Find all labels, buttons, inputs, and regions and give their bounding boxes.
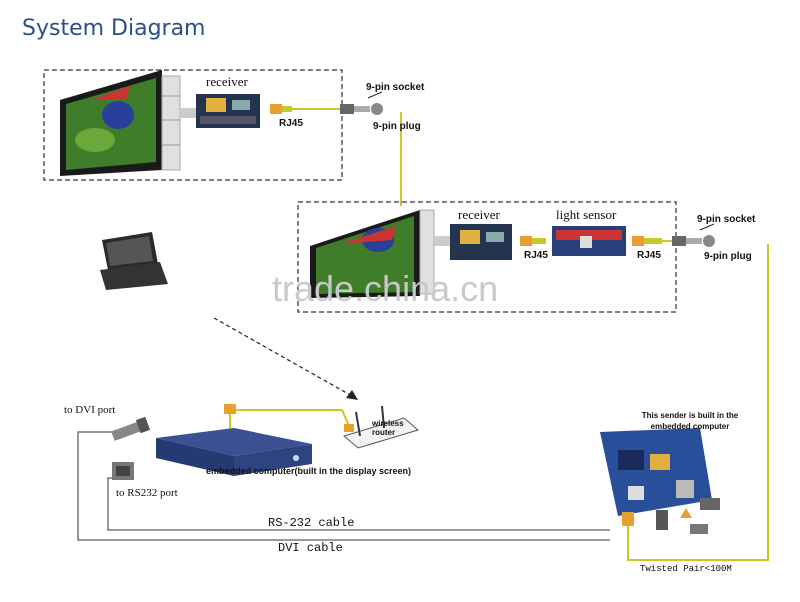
receiver-top-label: receiver bbox=[206, 74, 248, 90]
rs232-connector bbox=[112, 462, 134, 480]
socket-top-label: 9-pin socket bbox=[366, 82, 424, 93]
embedded-computer-label: embedded computer(built in the display s… bbox=[206, 466, 411, 476]
laptop-icon bbox=[100, 232, 168, 290]
receiver-mid-label: receiver bbox=[458, 207, 500, 223]
middle-9pin-plug bbox=[672, 224, 715, 247]
rj45-mid-right-label: RJ45 bbox=[637, 250, 661, 261]
rs232-cable-label: RS-232 cable bbox=[268, 516, 354, 530]
middle-rj45-left bbox=[520, 236, 546, 246]
rj45-top-label: RJ45 bbox=[279, 118, 303, 129]
router-rj45-plug bbox=[224, 404, 354, 432]
to-rs232-port-label: to RS232 port bbox=[116, 487, 178, 499]
twisted-pair-label: Twisted Pair<100M bbox=[640, 564, 732, 574]
light-sensor-board bbox=[552, 226, 626, 256]
dvi-connector bbox=[111, 417, 150, 441]
middle-rj45-right bbox=[632, 236, 662, 246]
wireless-router-label: wireless router bbox=[372, 419, 412, 437]
plug-top-label: 9-pin plug bbox=[373, 121, 421, 132]
light-sensor-label: light sensor bbox=[556, 207, 616, 223]
sender-note-label: This sender is built in the embedded com… bbox=[634, 410, 746, 432]
dvi-cable-label: DVI cable bbox=[278, 541, 343, 555]
page-title: System Diagram bbox=[22, 16, 206, 41]
plug-mid-label: 9-pin plug bbox=[704, 251, 752, 262]
top-receiver-card bbox=[196, 94, 260, 128]
router-cable bbox=[230, 410, 350, 432]
top-9pin-plug bbox=[340, 92, 383, 115]
twisted-pair-cable bbox=[628, 244, 768, 560]
rj45-mid-left-label: RJ45 bbox=[524, 250, 548, 261]
top-led-display bbox=[60, 70, 200, 176]
rs232-cable-line bbox=[108, 478, 610, 530]
middle-receiver-card bbox=[450, 224, 512, 260]
watermark: trade.china.cn bbox=[272, 268, 498, 310]
sender-card bbox=[600, 428, 720, 516]
wireless-link-arrow bbox=[214, 318, 352, 396]
top-rj45-connector bbox=[270, 104, 292, 114]
socket-mid-label: 9-pin socket bbox=[697, 214, 755, 225]
to-dvi-port-label: to DVI port bbox=[64, 404, 115, 416]
